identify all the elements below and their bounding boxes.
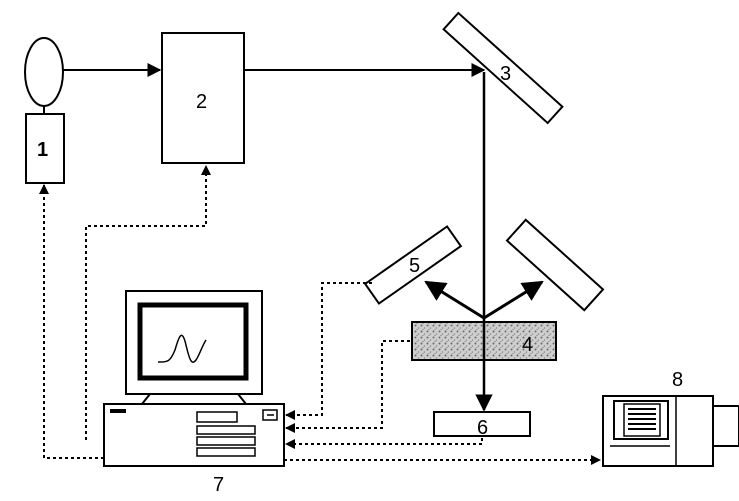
beam-to-right-mirror xyxy=(483,280,544,320)
component-2-box: 2 xyxy=(161,32,245,164)
component-3-mirror: 3 xyxy=(442,11,564,125)
line-5-to-computer xyxy=(285,282,372,420)
signal-peak-icon xyxy=(157,334,207,363)
component-8-printer: 8 xyxy=(602,369,739,467)
lamp-icon xyxy=(24,37,64,107)
line-4-to-computer xyxy=(285,340,410,433)
component-6-detector: 6 xyxy=(433,411,531,439)
component-5-mirror: 5 xyxy=(363,225,463,305)
component-7-computer: 7 xyxy=(103,290,285,496)
component-1-source: 1 xyxy=(24,37,65,184)
component-4-sample: 4 xyxy=(411,321,557,361)
line-computer-to-1 xyxy=(39,184,104,459)
label-4: 4 xyxy=(522,334,533,356)
control-lines xyxy=(39,165,601,465)
label-6: 6 xyxy=(477,417,488,439)
label-3: 3 xyxy=(500,63,511,85)
component-right-mirror xyxy=(505,218,605,312)
label-2: 2 xyxy=(196,91,207,113)
line-6-to-computer xyxy=(285,438,483,449)
computer-monitor-icon xyxy=(125,290,263,405)
label-8: 8 xyxy=(672,369,683,391)
label-7: 7 xyxy=(213,474,224,496)
label-5: 5 xyxy=(409,255,420,277)
label-1: 1 xyxy=(37,139,48,161)
printer-icon xyxy=(602,395,739,467)
beam-to-5 xyxy=(424,280,485,320)
